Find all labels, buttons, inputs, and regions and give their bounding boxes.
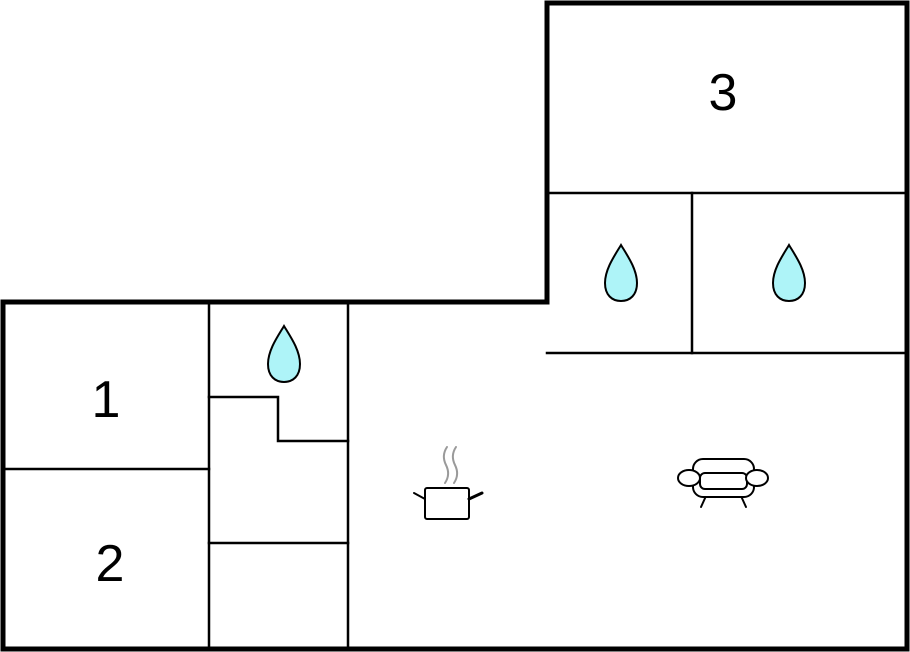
- water-drop-icon: [266, 324, 302, 384]
- room-3-label: 3: [709, 64, 738, 122]
- room-2-label: 2: [96, 535, 125, 593]
- water-drop-icon: [603, 243, 639, 303]
- water-drop-icon: [771, 243, 807, 303]
- cooking-pot-icon: [413, 446, 484, 520]
- interior-walls: [1, 191, 909, 651]
- room-1-label: 1: [92, 371, 121, 429]
- sofa-icon: [677, 458, 769, 508]
